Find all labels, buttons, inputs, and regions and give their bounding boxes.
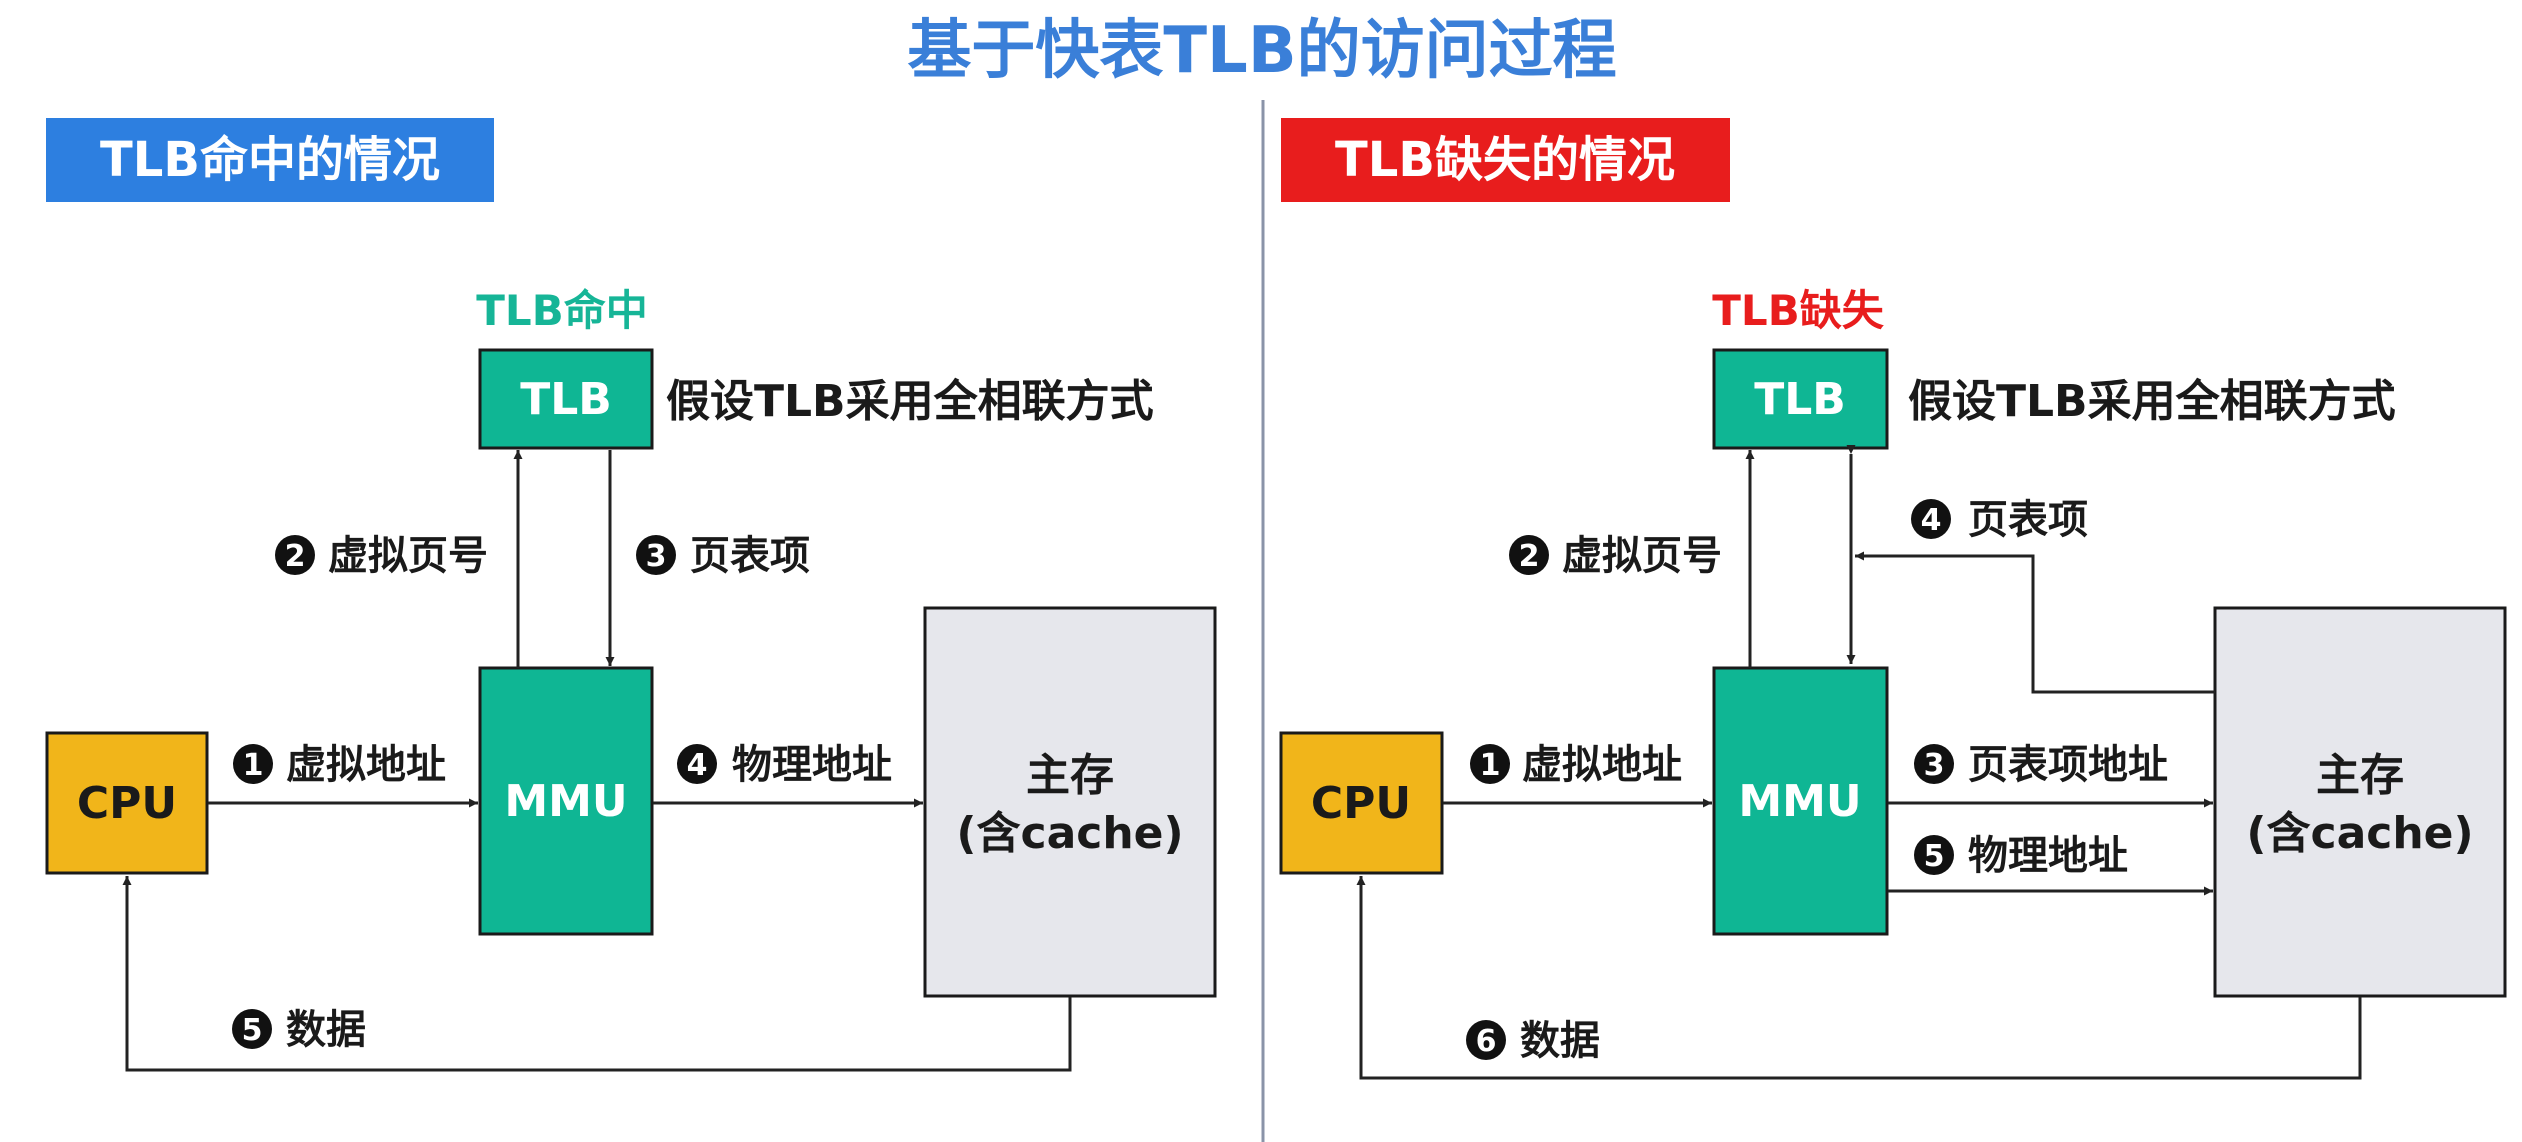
step-label: 虚拟地址	[1522, 742, 1682, 788]
step-number: 5	[1924, 839, 1945, 874]
arrow-memory-to-cpu	[122, 876, 1072, 1072]
miss-status-label: TLB缺失	[1712, 286, 1884, 335]
cpu-box	[45, 731, 209, 875]
hit-header-bg	[46, 118, 494, 202]
step-data: 6 数据	[1466, 1018, 1600, 1064]
main-memory-label: 主存	[1026, 750, 1114, 801]
step-number: 6	[1476, 1024, 1497, 1059]
step-marker	[1509, 535, 1549, 575]
main-memory-cache-label: (含cache)	[956, 808, 1183, 859]
main-memory-label: 主存	[2316, 750, 2404, 801]
mmu-box-label: MMU	[504, 776, 627, 827]
main-memory-cache-label: (含cache)	[2246, 808, 2473, 859]
step-marker	[1911, 499, 1951, 539]
step-number: 3	[646, 539, 667, 574]
mmu-box-label: MMU	[1738, 776, 1861, 827]
tlb-assumption-note: 假设TLB采用全相联方式	[1908, 376, 2396, 427]
step-label: 虚拟页号	[328, 533, 488, 579]
step-number: 4	[687, 748, 708, 783]
step-number: 5	[242, 1013, 263, 1048]
step-virtual-address: 1 虚拟地址	[1470, 742, 1682, 788]
miss-header-label: TLB缺失的情况	[1335, 132, 1675, 188]
step-virtual-address: 1 虚拟地址	[233, 742, 446, 788]
step-marker	[275, 535, 315, 575]
tlb-box	[478, 348, 654, 450]
step-page-table-entry-address: 3 页表项地址	[1914, 742, 2168, 788]
main-memory-box	[2213, 606, 2507, 998]
tlb-box	[1712, 348, 1889, 450]
step-number: 1	[1480, 748, 1501, 783]
step-virtual-page-number: 2 虚拟页号	[275, 533, 488, 579]
step-marker	[1470, 744, 1510, 784]
tlb-box-label: TLB	[1754, 374, 1846, 425]
step-page-table-entry: 3 页表项	[636, 533, 810, 579]
step-number: 4	[1921, 503, 1942, 538]
mmu-box	[1712, 666, 1889, 936]
step-label: 页表项	[1968, 497, 2088, 543]
step-marker	[677, 744, 717, 784]
step-label: 虚拟页号	[1562, 533, 1722, 579]
step-number: 1	[243, 748, 264, 783]
step-virtual-page-number: 2 虚拟页号	[1509, 533, 1722, 579]
arrow-memory-to-tlb-link	[1855, 551, 2215, 694]
tlb-box-label: TLB	[520, 374, 612, 425]
tlb-assumption-note: 假设TLB采用全相联方式	[666, 376, 1154, 427]
step-number: 3	[1924, 748, 1945, 783]
step-label: 虚拟地址	[286, 742, 446, 788]
step-label: 页表项	[690, 533, 810, 579]
page-title: 基于快表TLB的访问过程	[907, 14, 1616, 88]
step-physical-address: 4 物理地址	[677, 742, 892, 788]
miss-header-bg	[1281, 118, 1730, 202]
step-label: 数据	[1520, 1018, 1600, 1064]
step-label: 页表项地址	[1968, 742, 2168, 788]
step-marker	[1466, 1020, 1506, 1060]
hit-header-label: TLB命中的情况	[100, 132, 440, 188]
cpu-box-label: CPU	[1311, 778, 1411, 829]
step-number: 2	[285, 539, 306, 574]
step-marker	[232, 1009, 272, 1049]
step-data: 5 数据	[232, 1007, 366, 1053]
hit-status-label: TLB命中	[476, 286, 647, 335]
main-memory-box	[923, 606, 1217, 998]
step-label: 物理地址	[1968, 833, 2128, 879]
step-label: 数据	[286, 1007, 366, 1053]
step-number: 2	[1519, 539, 1540, 574]
step-marker	[1914, 835, 1954, 875]
step-page-table-entry: 4 页表项	[1911, 497, 2088, 543]
step-marker	[233, 744, 273, 784]
step-physical-address: 5 物理地址	[1914, 833, 2128, 879]
hit-panel: TLB命中的情况 TLB命中 TLB 假设TLB采用全相联方式 MMU CPU …	[45, 118, 1217, 1072]
step-marker	[1914, 744, 1954, 784]
mmu-box	[478, 666, 654, 936]
arrow-memory-to-cpu	[1356, 876, 2362, 1080]
step-marker	[636, 535, 676, 575]
cpu-box-label: CPU	[77, 778, 177, 829]
step-label: 物理地址	[732, 742, 892, 788]
cpu-box	[1279, 731, 1444, 875]
miss-panel: TLB缺失的情况 TLB缺失 TLB 假设TLB采用全相联方式 MMU CPU …	[1279, 118, 2507, 1080]
